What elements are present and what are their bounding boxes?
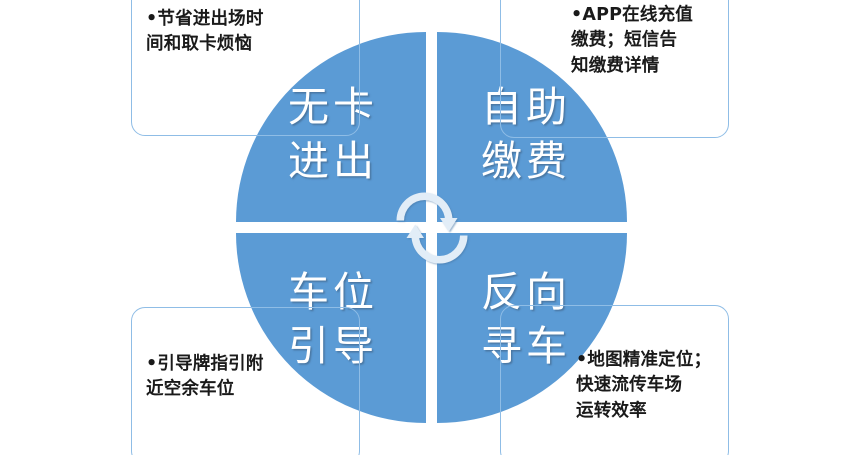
callout-box-bottom-left[interactable]: •引导牌指引附 近空余车位 [131,307,360,455]
callout-text: •节省进出场时 间和取卡烦恼 [146,9,264,55]
quadrant-label: 反向 寻车 [481,268,571,371]
callout-box-top-left[interactable]: •节省进出场时 间和取卡烦恼 [131,0,360,136]
callout-box-bottom-right[interactable]: •地图精准定位； 快速流传车场 运转效率 [500,305,729,455]
callout-text: •引导牌指引附 近空余车位 [146,354,264,400]
quadrant-reverse-car-finding[interactable]: 反向 寻车 [437,233,627,423]
callout-text: •APP在线充值 缴费；短信告 知缴费详情 [571,5,693,76]
callout-text: •地图精准定位； 快速流传车场 运转效率 [576,350,712,421]
quadrant-label: 自助 缴费 [481,83,571,186]
callout-box-top-right[interactable]: •APP在线充值 缴费；短信告 知缴费详情 [500,0,729,138]
